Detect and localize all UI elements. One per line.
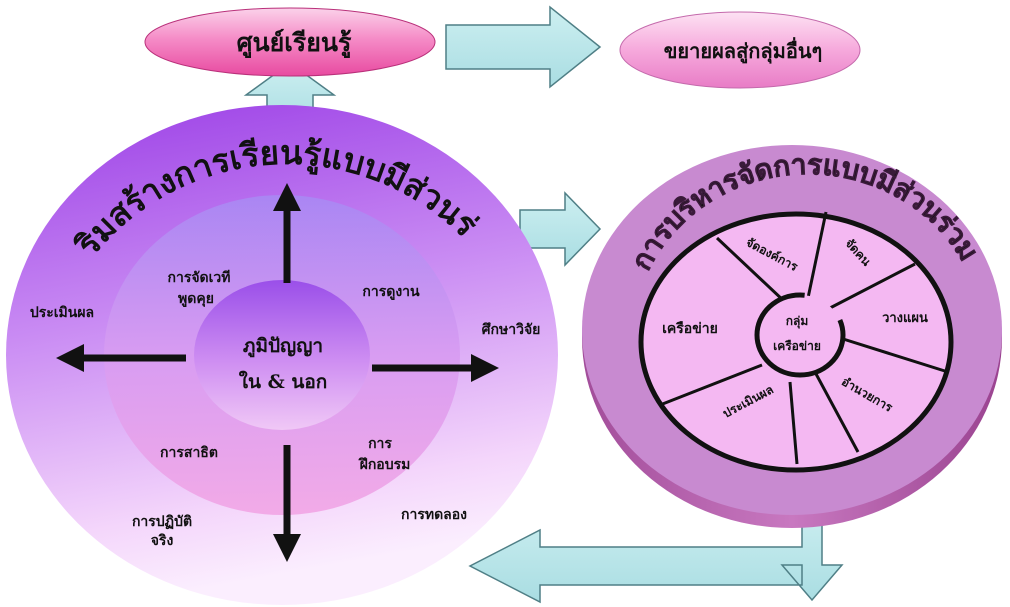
inside-outside-label: ใน & นอก [239,370,328,393]
experiment-label: การทดลอง [401,507,467,523]
extend-results-ellipse: ขยายผลสู่กลุ่มอื่นๆ [619,11,861,89]
practice-label-line1: การปฏิบัติ [132,514,192,530]
wisdom-label: ภูมิปัญญา [243,335,323,358]
practice-label-line2: จริง [151,533,174,549]
learning-center-label: ศูนย์เรียนรู้ [237,28,352,59]
hub-label-line2: เครือข่าย [773,339,821,353]
segment-planning: วางแผน [882,311,928,326]
segment-network: เครือข่าย [662,321,718,337]
down-left-arrow [468,505,844,604]
training-label-line1: การ [368,436,392,452]
training-label-line2: ฝึกอบรม [357,456,410,473]
extend-results-label: ขยายผลสู่กลุ่มอื่นๆ [664,36,823,65]
evaluation-label: ประเมินผล [30,305,94,321]
study-visit-label: การดูงาน [362,284,420,300]
forum-label-line1: การจัดเวที [167,270,230,286]
wheel-hub [754,292,846,378]
forum-label-line2: พูดคุย [178,291,214,307]
wheel-spokes [659,211,949,465]
center-circle [194,280,370,430]
learning-center-ellipse: ศูนย์เรียนรู้ [144,7,436,77]
participatory-management-wheel: การบริหารจัดการแบบมีส่วนร่วม กลุ่ม เครือ… [582,145,1002,528]
demonstration-label: การสาธิต [160,445,218,461]
research-label: ศึกษาวิจัย [482,321,541,338]
hub-label-line1: กลุ่ม [786,314,809,329]
right-arrow-top [445,5,602,89]
